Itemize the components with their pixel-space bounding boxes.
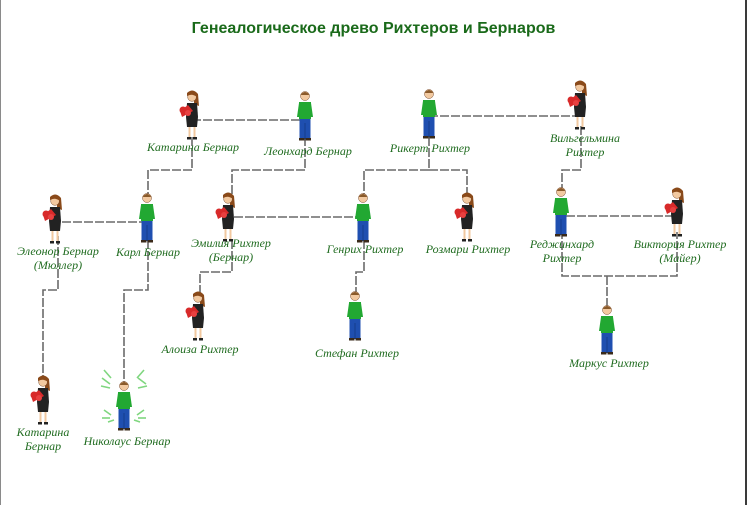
female-person-icon[interactable]	[185, 291, 206, 341]
person-name-label: Розмари Рихтер	[426, 242, 510, 256]
person-name-line: Бернар	[24, 439, 62, 453]
male-person-icon[interactable]	[355, 193, 371, 243]
male-person-icon[interactable]	[347, 291, 363, 341]
male-person-icon[interactable]	[421, 89, 437, 139]
person-name-line: Рихтер	[542, 251, 582, 265]
person-name-label: Генрих Рихтер	[327, 242, 404, 256]
person-name-line: Элеонор Бернар	[17, 244, 99, 258]
person-name-label: Стефан Рихтер	[315, 346, 399, 360]
person-name-line: (Майер)	[659, 251, 701, 265]
person-name-line: Розмари Рихтер	[425, 242, 511, 256]
person-name-line: Катарина	[16, 425, 70, 439]
connector-line	[428, 137, 468, 198]
person-name-line: Катарина Бернар	[146, 140, 240, 154]
connector-line	[147, 137, 193, 198]
person-name-label: Эмилия Рихтер(Бернар)	[191, 236, 271, 264]
male-person-icon[interactable]	[100, 369, 148, 431]
connector-line	[42, 236, 59, 382]
person-name-line: Виктория Рихтер	[633, 237, 727, 251]
female-person-icon[interactable]	[454, 192, 475, 242]
male-person-icon[interactable]	[599, 305, 615, 355]
person-name-label: Карл Бернар	[116, 245, 180, 259]
person-name-line: Маркус Рихтер	[569, 356, 649, 370]
female-person-icon[interactable]	[30, 375, 51, 425]
male-person-icon[interactable]	[553, 187, 569, 237]
connector-line	[199, 240, 233, 297]
person-name-line: Эмилия Рихтер	[191, 236, 271, 250]
connector-line	[231, 137, 306, 198]
female-person-icon[interactable]	[179, 90, 200, 140]
person-name-line: Карл Бернар	[115, 245, 181, 259]
connector-line	[561, 126, 582, 192]
female-person-icon[interactable]	[664, 187, 685, 237]
person-name-label: Рикерт Рихтер	[390, 141, 470, 155]
female-person-icon[interactable]	[42, 194, 63, 244]
person-name-label: Алоиза Рихтер	[161, 342, 238, 356]
person-name-line: Стефан Рихтер	[315, 346, 399, 360]
person-name-line: Рикерт Рихтер	[389, 141, 471, 155]
person-name-line: Рихтер	[565, 145, 605, 159]
person-name-line: Генрих Рихтер	[326, 242, 404, 256]
connector-line	[363, 169, 429, 198]
person-name-label: Катарина Бернар	[147, 140, 239, 154]
connector-line	[355, 240, 365, 296]
highlight-rays	[100, 369, 148, 423]
person-name-line: (Бернар)	[208, 250, 254, 264]
connector-lines	[42, 115, 678, 388]
connector-line	[561, 230, 678, 277]
person-name-label: Леонхард Бернар	[264, 144, 352, 158]
connector-line	[123, 240, 149, 388]
person-name-line: Вильгельмина	[549, 131, 621, 145]
person-name-label: Виктория Рихтер(Майер)	[634, 237, 727, 265]
male-person-icon[interactable]	[297, 91, 313, 141]
male-person-icon[interactable]	[139, 193, 155, 243]
female-person-icon[interactable]	[215, 192, 236, 242]
person-name-line: (Мюллер)	[33, 258, 83, 272]
person-name-label: Николаус Бернар	[84, 434, 171, 448]
person-name-line: Алоиза Рихтер	[161, 342, 239, 356]
person-name-line: Реджинхард	[529, 237, 595, 251]
diagram-title: Генеалогическое древо Рихтеров и Бернаро…	[191, 20, 556, 37]
person-name-line: Леонхард Бернар	[264, 144, 352, 158]
person-name-label: Элеонор Бернар(Мюллер)	[17, 244, 99, 272]
person-name-line: Николаус Бернар	[83, 434, 171, 448]
person-name-label: Маркус Рихтер	[569, 356, 649, 370]
female-person-icon[interactable]	[567, 80, 588, 130]
